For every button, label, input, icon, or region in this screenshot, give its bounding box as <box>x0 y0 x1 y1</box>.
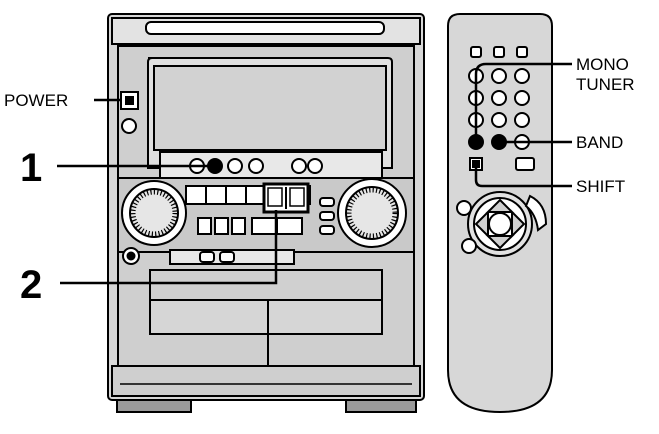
left-knob[interactable] <box>121 180 187 246</box>
remote-key-r1c3[interactable] <box>514 68 530 84</box>
side-button-1[interactable] <box>319 197 335 207</box>
unit-button-4[interactable] <box>248 158 264 174</box>
unit-button-5[interactable] <box>291 158 307 174</box>
remote-key-top-1[interactable] <box>470 46 482 58</box>
step-two-label: 2 <box>20 263 43 307</box>
mono-tuner-callout-line <box>474 62 572 142</box>
tape-button-2[interactable] <box>219 251 235 263</box>
remote-key-top-2[interactable] <box>493 46 505 58</box>
base-panel <box>111 365 421 397</box>
remote-pad-side-left-bottom[interactable] <box>461 238 477 254</box>
remote-small-key[interactable] <box>515 157 535 171</box>
remote-control <box>447 13 553 414</box>
four-way-arrow-pad-icon[interactable] <box>467 191 533 257</box>
unit-button-6[interactable] <box>307 158 323 174</box>
step-one-label: 1 <box>20 146 43 190</box>
remote-key-r3c2[interactable] <box>491 112 507 128</box>
tape-door-lower <box>149 299 383 335</box>
deck-button-a[interactable] <box>197 217 212 235</box>
remote-key-r1c2[interactable] <box>491 68 507 84</box>
display-screen <box>153 65 387 151</box>
tape-button-1[interactable] <box>199 251 215 263</box>
right-knob[interactable] <box>337 178 407 248</box>
step-two-callout-line <box>60 210 278 285</box>
unit-button-3[interactable] <box>227 158 243 174</box>
callout-lines <box>57 62 572 285</box>
remote-pad-side-right[interactable] <box>524 194 548 232</box>
remote-key-r3c3[interactable] <box>514 112 530 128</box>
top-slot <box>145 21 385 35</box>
remote-key-r2c3[interactable] <box>514 90 530 106</box>
remote-key-r2c2[interactable] <box>491 90 507 106</box>
tuner-label: TUNER <box>576 75 635 94</box>
remote-key-top-3[interactable] <box>516 46 528 58</box>
band-label: BAND <box>576 133 624 152</box>
side-button-3[interactable] <box>319 225 335 235</box>
power-indicator <box>121 118 137 134</box>
tape-door-upper <box>149 269 383 301</box>
remote-pad-side-left-top[interactable] <box>456 200 472 216</box>
deck-button-b[interactable] <box>214 217 229 235</box>
deck-button-c[interactable] <box>231 217 246 235</box>
side-button-2[interactable] <box>319 211 335 221</box>
power-label: POWER <box>4 91 69 110</box>
shift-label: SHIFT <box>576 177 626 196</box>
shift-callout-line <box>474 164 572 188</box>
main-unit <box>107 13 425 413</box>
mono-label: MONO <box>576 55 629 74</box>
